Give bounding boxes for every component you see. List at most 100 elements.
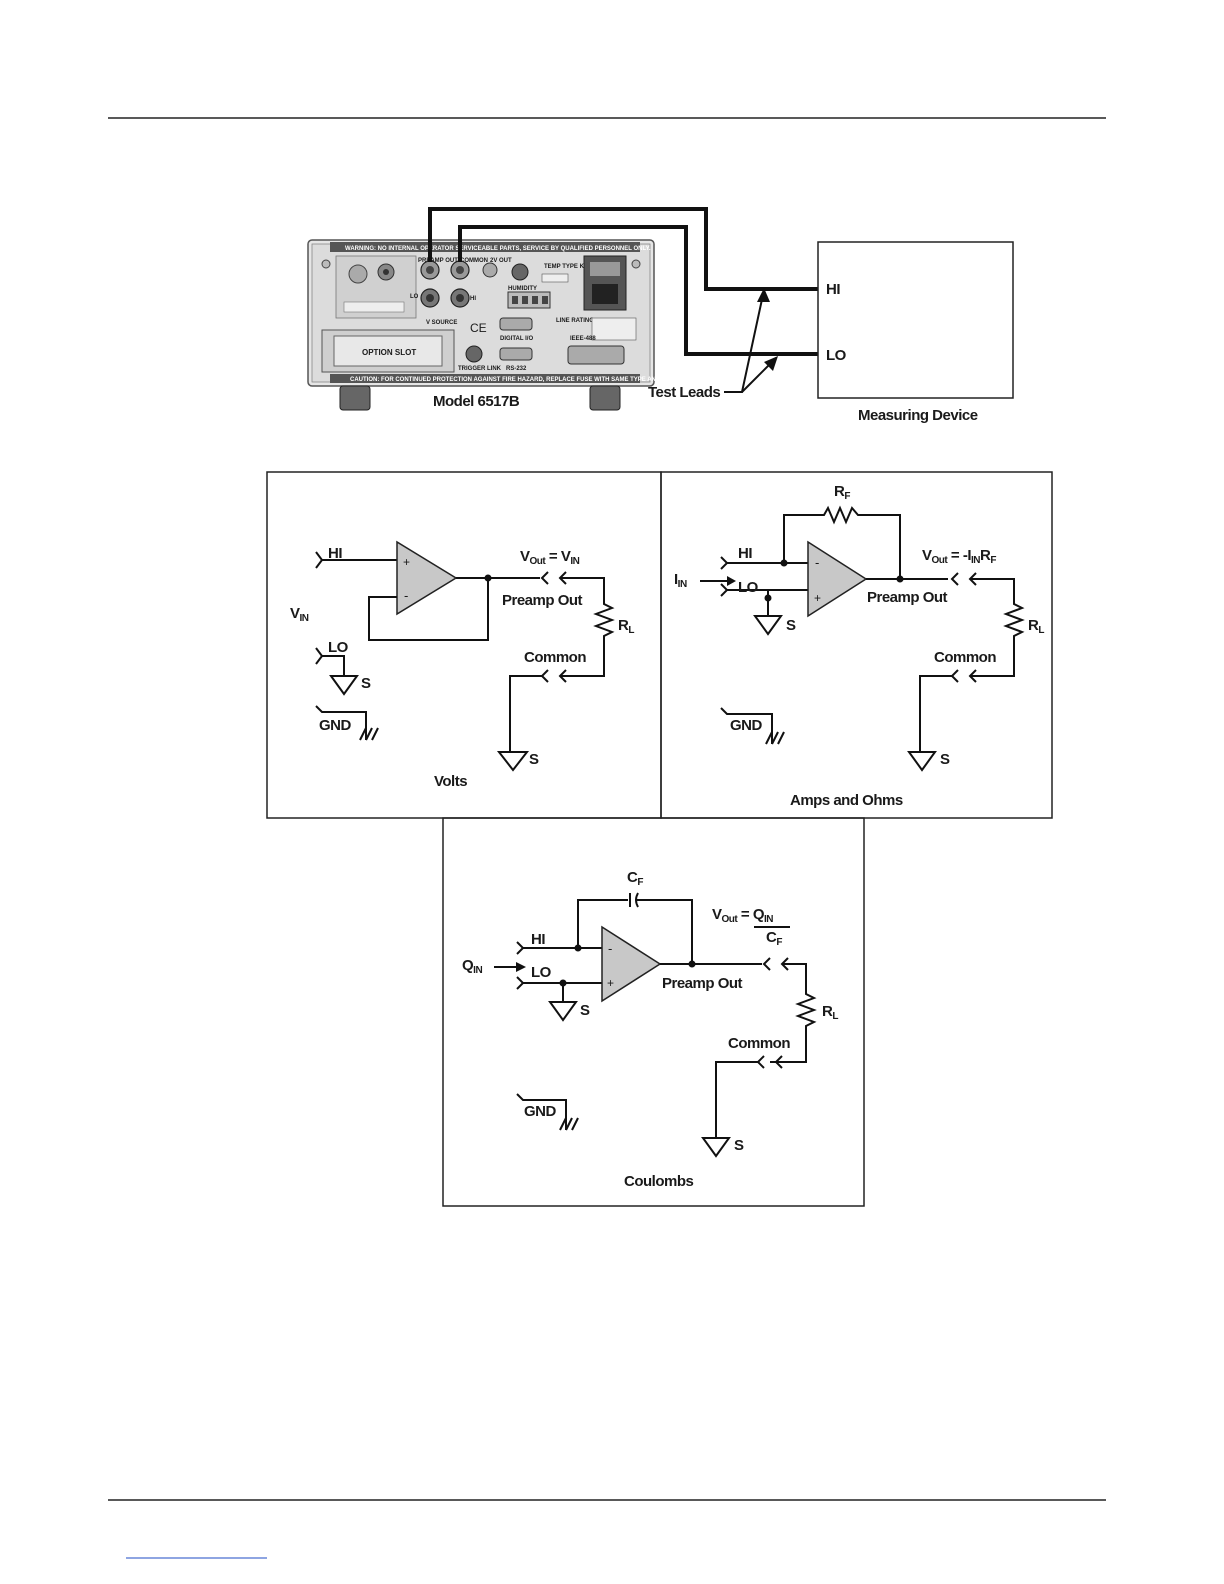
volts-rl-sub: L bbox=[628, 625, 634, 636]
amps-s-label: S bbox=[786, 617, 796, 634]
volts-minus-sign: - bbox=[404, 588, 408, 603]
trigger-link-connector-icon bbox=[465, 345, 483, 363]
volts-lo-label: LO bbox=[328, 639, 349, 656]
temp-panel-label: TEMP TYPE K bbox=[544, 264, 585, 270]
amps-rf-text: R bbox=[834, 483, 845, 500]
amps-iin-text: I bbox=[674, 571, 678, 588]
volts-caption: Volts bbox=[434, 773, 467, 790]
coulombs-lo-label: LO bbox=[531, 964, 552, 981]
hi-panel-label: HI bbox=[470, 296, 476, 302]
coulombs-panel bbox=[442, 817, 865, 1207]
coulombs-preamp-out-label: Preamp Out bbox=[662, 975, 743, 992]
coulombs-qin-sub: IN bbox=[473, 965, 482, 976]
coulombs-s-common-label: S bbox=[734, 1137, 744, 1154]
coulombs-denominator: CF bbox=[766, 929, 782, 948]
coulombs-minus-sign: - bbox=[608, 941, 612, 956]
lo-panel-label: LO bbox=[410, 294, 419, 300]
volts-eq-text: = V bbox=[545, 548, 571, 565]
coulombs-eq-text: = Q bbox=[737, 906, 765, 923]
amps-eq-sub2: F bbox=[990, 555, 996, 566]
amps-gnd-label: GND bbox=[730, 717, 763, 734]
coulombs-qin-text: Q bbox=[462, 957, 474, 974]
volts-eq-sub: IN bbox=[570, 556, 579, 567]
coulombs-den-text: C bbox=[766, 929, 777, 946]
coulombs-vout-text: V bbox=[712, 906, 722, 923]
volts-vin-label: VIN bbox=[290, 605, 309, 624]
amps-rl-text: R bbox=[1028, 617, 1039, 634]
trigger-link-panel-label: TRIGGER LINK bbox=[458, 366, 502, 372]
coulombs-opamp bbox=[601, 925, 662, 1003]
volts-panel bbox=[266, 471, 662, 819]
volts-vout-text: V bbox=[520, 548, 530, 565]
test-leads-callout bbox=[724, 288, 778, 393]
amps-rf-sub: F bbox=[844, 491, 850, 502]
amps-rf-label: RF bbox=[834, 483, 850, 502]
coulombs-den-sub: F bbox=[776, 937, 782, 948]
amps-eq-text2: R bbox=[980, 547, 991, 564]
coulombs-cf-sub: F bbox=[637, 877, 643, 888]
amps-ohms-panel bbox=[660, 471, 1053, 819]
volts-vout-eq: VOut = VIN bbox=[520, 548, 580, 567]
coulombs-vout-eq: VOut = QIN bbox=[712, 906, 773, 925]
volts-rl-text: R bbox=[618, 617, 629, 634]
instrument-model-label: Model 6517B bbox=[433, 393, 520, 410]
volts-preamp-out-label: Preamp Out bbox=[502, 592, 583, 609]
coulombs-cf-text: C bbox=[627, 869, 638, 886]
amps-circuit bbox=[700, 505, 1025, 772]
volts-s-common-label: S bbox=[529, 751, 539, 768]
coulombs-plus-sign: + bbox=[607, 976, 614, 990]
coulombs-eq-sub: IN bbox=[764, 914, 773, 925]
test-leads-label: Test Leads bbox=[648, 384, 720, 401]
measuring-device-box bbox=[817, 241, 1014, 399]
warning-text: WARNING: NO INTERNAL OPERATOR SERVICEABL… bbox=[345, 246, 651, 252]
2v-out-panel-label: 2V OUT bbox=[490, 258, 512, 264]
amps-opamp bbox=[807, 540, 868, 618]
amps-s-common-label: S bbox=[940, 751, 950, 768]
coulombs-gnd-label: GND bbox=[524, 1103, 557, 1120]
volts-vin-text: V bbox=[290, 605, 300, 622]
coulombs-rl-label: RL bbox=[822, 1003, 838, 1022]
line-rating-panel-label: LINE RATING bbox=[556, 318, 594, 324]
rs232-panel-label: RS-232 bbox=[506, 366, 527, 372]
option-slot-label: OPTION SLOT bbox=[362, 348, 416, 357]
common-panel-label: COMMON bbox=[460, 258, 488, 264]
amps-vout-eq: VOut = -IINRF bbox=[922, 547, 996, 566]
ieee-connector-icon bbox=[567, 345, 625, 365]
volts-gnd-label: GND bbox=[319, 717, 352, 734]
preamp-out-panel-label: PREAMP OUT bbox=[418, 258, 458, 264]
amps-lo-label: LO bbox=[738, 579, 759, 596]
volts-rl-label: RL bbox=[618, 617, 634, 636]
amps-rl-sub: L bbox=[1038, 625, 1044, 636]
volts-vout-sub: Out bbox=[530, 556, 547, 567]
amps-iin-label: IIN bbox=[674, 571, 687, 590]
amps-plus-sign: + bbox=[814, 591, 821, 605]
coulombs-qin-label: QIN bbox=[462, 957, 482, 976]
amps-vout-text: V bbox=[922, 547, 932, 564]
coulombs-rl-text: R bbox=[822, 1003, 833, 1020]
volts-vin-sub: IN bbox=[300, 613, 309, 624]
volts-common-label: Common bbox=[524, 649, 586, 666]
amps-eq-text1: = -I bbox=[947, 547, 971, 564]
amps-common-label: Common bbox=[934, 649, 996, 666]
amps-rl-label: RL bbox=[1028, 617, 1044, 636]
ieee-panel-label: IEEE-488 bbox=[570, 336, 596, 342]
instrument-rear-panel: WARNING: NO INTERNAL OPERATOR SERVICEABL… bbox=[307, 239, 686, 411]
measuring-device-title: Measuring Device bbox=[858, 407, 978, 424]
measuring-device-lo-label: LO bbox=[826, 347, 847, 364]
coulombs-common-label: Common bbox=[728, 1035, 790, 1052]
amps-iin-sub: IN bbox=[678, 579, 687, 590]
digital-io-panel-label: DIGITAL I/O bbox=[500, 336, 533, 342]
humidity-panel-label: HUMIDITY bbox=[508, 286, 537, 292]
amps-caption: Amps and Ohms bbox=[790, 792, 903, 809]
volts-circuit bbox=[315, 540, 615, 772]
coulombs-rl-sub: L bbox=[832, 1011, 838, 1022]
coulombs-circuit bbox=[494, 892, 817, 1158]
coulombs-cf-label: CF bbox=[627, 869, 643, 888]
power-inlet-icon bbox=[592, 284, 618, 304]
v-source-panel-label: V SOURCE bbox=[426, 320, 457, 326]
2v-out-connector-icon bbox=[482, 262, 498, 278]
caution-text: CAUTION: FOR CONTINUED PROTECTION AGAINS… bbox=[350, 377, 686, 383]
volts-opamp bbox=[396, 540, 458, 616]
volts-hi-label: HI bbox=[328, 545, 342, 562]
